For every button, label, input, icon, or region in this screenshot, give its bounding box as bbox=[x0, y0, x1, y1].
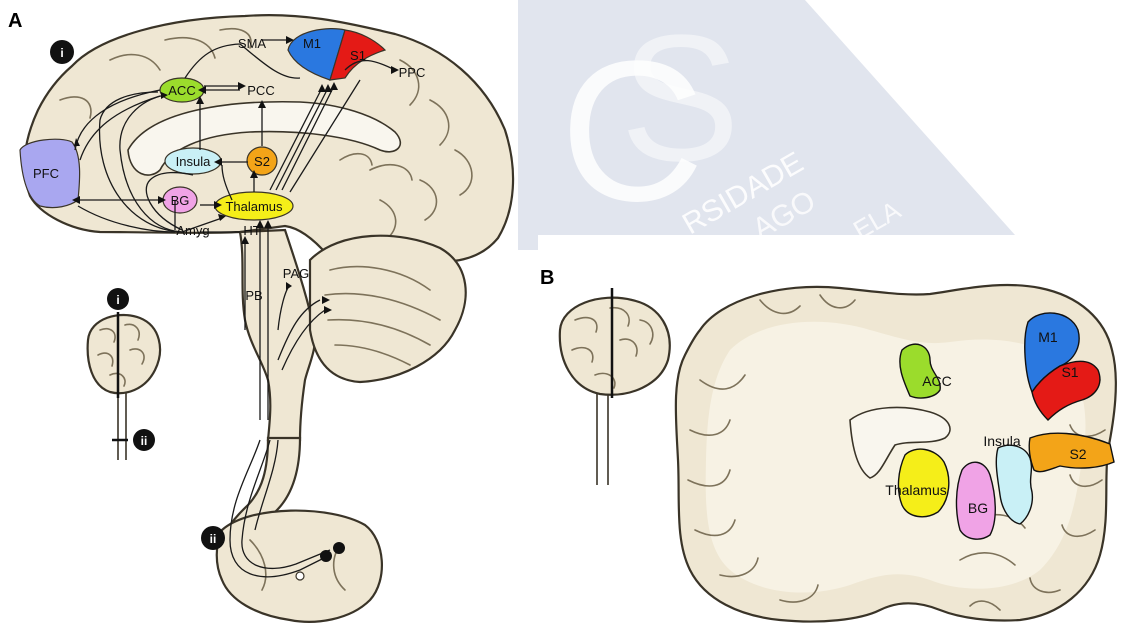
panel-a-letter: A bbox=[8, 10, 22, 32]
pfc-label: PFC bbox=[33, 166, 59, 181]
pb-label: PB bbox=[245, 288, 262, 303]
svg-text:S: S bbox=[620, 0, 740, 199]
ppc-label: PPC bbox=[399, 65, 426, 80]
section-marker-1: i bbox=[60, 46, 63, 60]
ht-label: HT bbox=[243, 223, 260, 238]
pag-label: PAG bbox=[283, 266, 310, 281]
panel-b: B bbox=[540, 267, 1116, 622]
s2-label: S2 bbox=[254, 154, 270, 169]
cerebellum bbox=[310, 236, 466, 382]
inset-marker-1: i bbox=[116, 293, 119, 307]
panel-b-letter: B bbox=[540, 267, 554, 289]
acc-label-b: ACC bbox=[922, 373, 952, 389]
insula-label-b: Insula bbox=[983, 433, 1021, 449]
thalamus-label-b: Thalamus bbox=[885, 482, 946, 498]
brainstem bbox=[240, 230, 315, 440]
s2-label-b: S2 bbox=[1069, 446, 1086, 462]
bg-label-b: BG bbox=[968, 500, 988, 516]
thalamus-label: Thalamus bbox=[225, 199, 283, 214]
panel-a: A bbox=[8, 10, 513, 622]
s1-label: S1 bbox=[350, 48, 366, 63]
watermark-logo: C S RSIDADE AGO ELA bbox=[518, 0, 1015, 250]
amyg-label: Amyg bbox=[176, 223, 209, 238]
insula-label: Insula bbox=[176, 154, 211, 169]
acc-label: ACC bbox=[168, 83, 195, 98]
sma-label: SMA bbox=[238, 36, 267, 51]
section-marker-2: ii bbox=[210, 532, 217, 546]
s1-label-b: S1 bbox=[1061, 364, 1078, 380]
bg-label: BG bbox=[171, 193, 190, 208]
spinal-cross-section bbox=[217, 511, 382, 622]
inset-marker-2: ii bbox=[141, 434, 148, 448]
inset-brain-b bbox=[560, 288, 670, 485]
m1-label: M1 bbox=[303, 36, 321, 51]
spinal-neuron-2 bbox=[333, 542, 345, 554]
m1-label-b: M1 bbox=[1038, 329, 1058, 345]
pcc-label: PCC bbox=[247, 83, 274, 98]
spinal-neuron-1 bbox=[320, 550, 332, 562]
